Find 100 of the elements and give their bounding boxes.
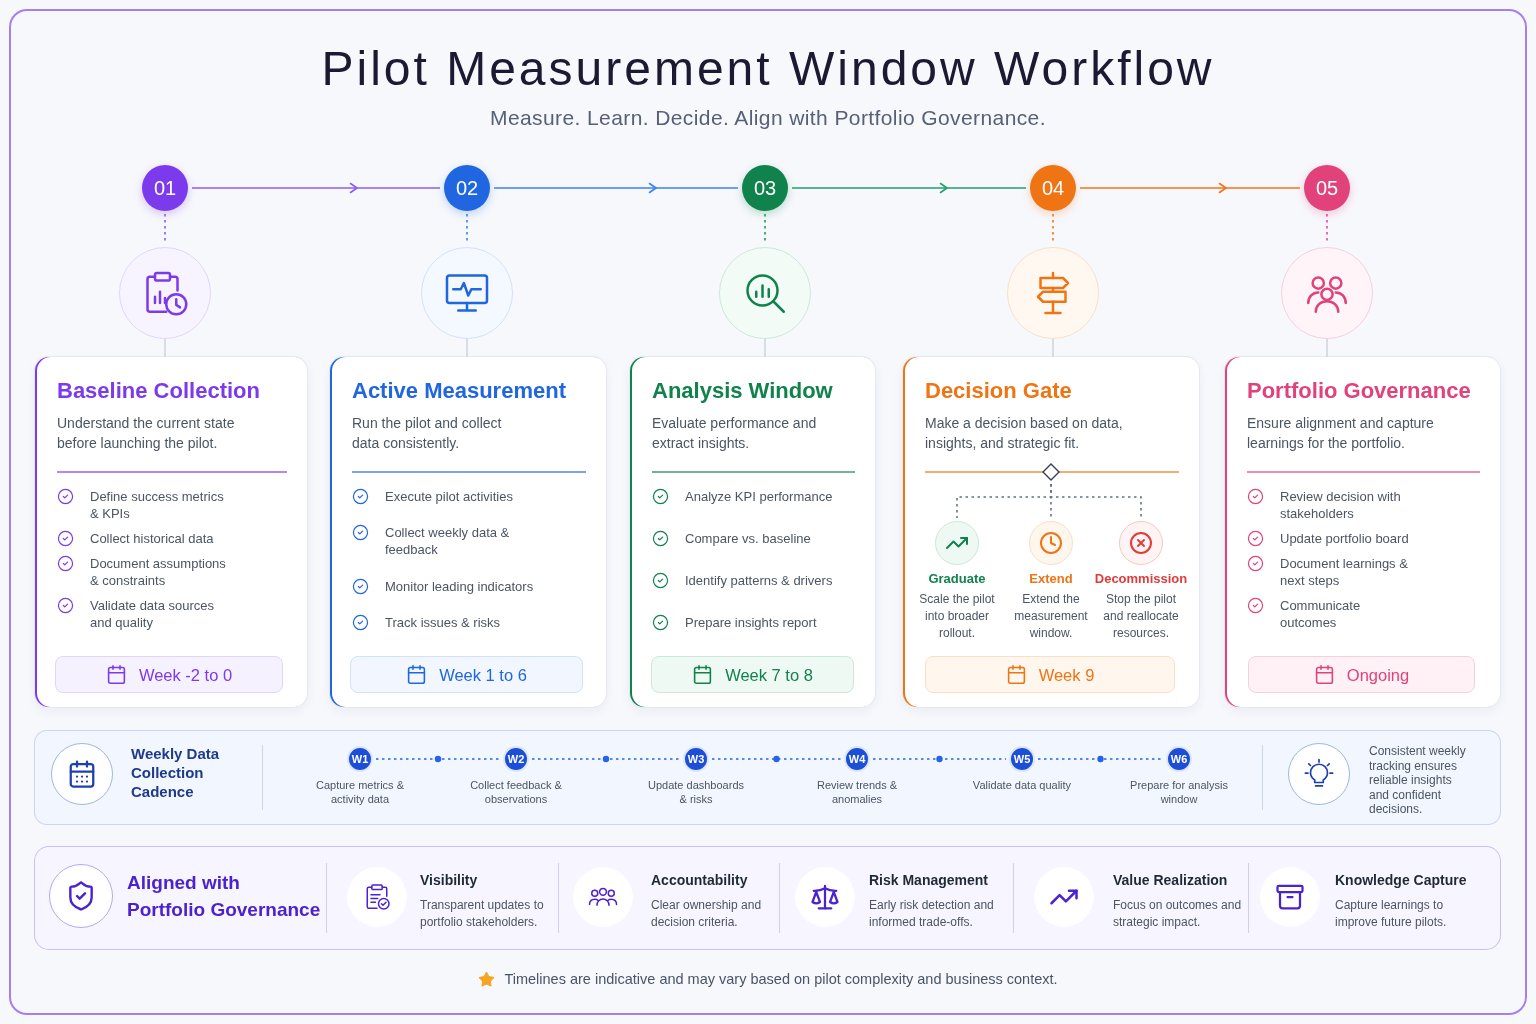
week-pill	[651, 656, 854, 693]
checklist-item: Collect historical data	[90, 530, 214, 547]
phase-card	[903, 357, 1199, 707]
phase-description: Make a decision based on data, insights, and strategic fit.	[925, 414, 1124, 453]
benefit-title: Value Realization	[1113, 872, 1228, 889]
benefit-description: Clear ownership and decision criteria.	[651, 897, 763, 930]
benefit-description: Transparent updates to portfolio stakeholders.	[420, 897, 545, 930]
benefit-description: Capture learnings to improve future pilots.	[1335, 897, 1448, 930]
phase-description: Ensure alignment and capture learnings for the portfolio.	[1247, 414, 1435, 453]
trend-up-icon	[935, 521, 979, 565]
checklist-item: Communicate outcomes	[1280, 597, 1362, 631]
week-label: Week 7 to 8	[725, 664, 813, 685]
step-number-badge: 02	[444, 165, 490, 211]
dotted-connector	[872, 758, 1007, 760]
week-pill	[350, 656, 583, 693]
dotted-connector	[531, 758, 681, 760]
week-marker: W6	[1166, 746, 1192, 772]
week-caption: Review trends & anomalies	[815, 779, 899, 806]
step-number-badge: 05	[1304, 165, 1350, 211]
phase-title: Portfolio Governance	[1247, 377, 1471, 405]
diagram-title: Pilot Measurement Window Workflow	[321, 41, 1215, 97]
benefit-description: Focus on outcomes and strategic impact.	[1113, 897, 1243, 930]
clock-icon	[1029, 521, 1073, 565]
option-title: Decommission	[1094, 570, 1188, 587]
phase-title: Baseline Collection	[57, 377, 260, 405]
checklist-item: Identify patterns & drivers	[685, 572, 833, 589]
benefit-title: Knowledge Capture	[1335, 872, 1467, 889]
checklist-item: Review decision with stakeholders	[1280, 488, 1402, 522]
flow-arrow	[791, 182, 1027, 194]
option-description: Stop the pilot and reallocate resources.	[1102, 591, 1180, 642]
benefit-title: Visibility	[420, 872, 478, 889]
option-title: Extend	[1029, 570, 1073, 587]
cadence-panel	[35, 731, 1500, 824]
panel-note: Consistent weekly tracking ensures reliable insights and confident decisions.	[1369, 744, 1467, 817]
connector-line	[764, 338, 766, 358]
checklist-item: Compare vs. baseline	[685, 530, 811, 547]
governance-panel	[35, 847, 1500, 949]
phase-description: Run the pilot and collect data consistently.	[352, 414, 503, 453]
flow-arrow	[191, 182, 441, 194]
diagram-subtitle: Measure. Learn. Decide. Align with Portfolio Governance.	[490, 105, 1046, 131]
phase-title: Analysis Window	[652, 377, 833, 405]
week-label: Week 1 to 6	[439, 664, 527, 685]
footnote: Timelines are indicative and may vary based on pilot complexity and business context.	[504, 970, 1058, 989]
phase-description: Understand the current state before launching the pilot.	[57, 414, 236, 453]
dotted-connector	[711, 758, 842, 760]
week-marker: W2	[503, 746, 529, 772]
benefit-title: Risk Management	[869, 872, 989, 889]
connector-line	[164, 338, 166, 358]
connector-line	[466, 338, 468, 358]
checklist-item: Document learnings & next steps	[1280, 555, 1409, 589]
connector-line	[1326, 338, 1328, 358]
step-number-badge: 01	[142, 165, 188, 211]
week-marker: W4	[844, 746, 870, 772]
week-caption: Validate data quality	[972, 779, 1072, 793]
x-circle-icon	[1119, 521, 1163, 565]
phase-card	[35, 357, 307, 707]
option-description: Scale the pilot into broader rollout.	[918, 591, 996, 642]
option-description: Extend the measurement window.	[1013, 591, 1089, 642]
checklist-item: Monitor leading indicators	[385, 577, 534, 595]
benefit-title: Accountability	[651, 872, 748, 889]
panel-title: Weekly Data Collection Cadence	[131, 744, 221, 801]
dotted-connector	[375, 758, 501, 760]
flow-arrow	[493, 182, 739, 194]
checklist-item: Prepare insights report	[685, 614, 817, 631]
week-pill	[1248, 656, 1475, 693]
connector-line	[1052, 338, 1054, 358]
checklist-item: Analyze KPI performance	[685, 488, 833, 505]
checklist-item: Track issues & risks	[385, 614, 501, 631]
step-number-badge: 03	[742, 165, 788, 211]
phase-description: Evaluate performance and extract insights.	[652, 414, 818, 453]
benefit-description: Early risk detection and informed trade-offs.	[869, 897, 995, 930]
checklist-item: Collect weekly data & feedback	[385, 524, 511, 559]
dotted-connector	[1037, 758, 1164, 760]
week-caption: Capture metrics & activity data	[315, 779, 405, 806]
week-label: Ongoing	[1346, 664, 1410, 685]
phase-title: Decision Gate	[925, 377, 1072, 405]
decision-diamond	[1042, 463, 1060, 481]
flow-arrow	[1079, 182, 1301, 194]
week-label: Week 9	[1038, 664, 1095, 685]
week-pill	[55, 656, 283, 693]
week-pill	[925, 656, 1175, 693]
week-caption: Update dashboards & risks	[647, 779, 745, 806]
phase-card	[330, 357, 606, 707]
phase-card	[630, 357, 875, 707]
checklist-item: Define success metrics & KPIs	[90, 488, 225, 522]
step-number-badge: 04	[1030, 165, 1076, 211]
week-marker: W5	[1009, 746, 1035, 772]
phase-card	[1225, 357, 1500, 707]
panel-title: Aligned with Portfolio Governance	[127, 871, 322, 922]
week-label: Week -2 to 0	[138, 664, 233, 685]
dotted-connector	[1050, 483, 1142, 519]
checklist-item: Execute pilot activities	[385, 488, 513, 505]
week-caption: Collect feedback & observations	[469, 779, 563, 806]
checklist-item: Document assumptions & constraints	[90, 555, 227, 589]
option-title: Graduate	[928, 570, 986, 587]
week-marker: W1	[347, 746, 373, 772]
week-caption: Prepare for analysis window	[1129, 779, 1229, 806]
checklist-item: Validate data sources and quality	[90, 597, 216, 631]
checklist-item: Update portfolio board	[1280, 530, 1409, 547]
phase-title: Active Measurement	[352, 377, 566, 405]
